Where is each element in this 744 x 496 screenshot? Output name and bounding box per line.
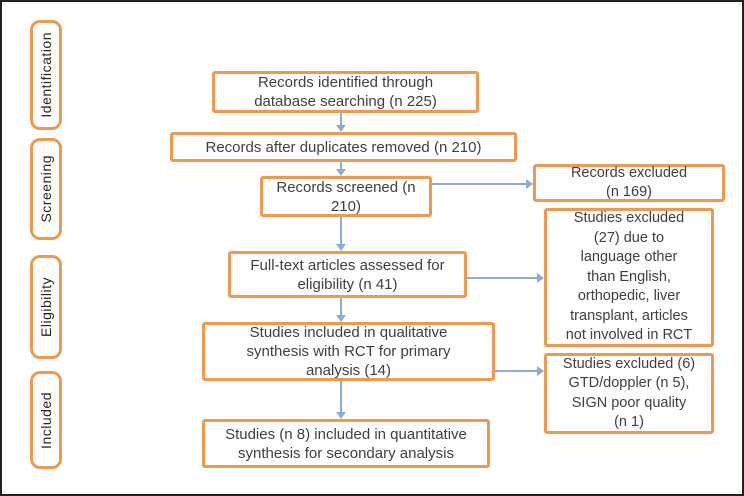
arrow-fulltext-to-studies-excluded-icon	[467, 273, 544, 283]
box-studies-excluded-6: Studies excluded (6) GTD/doppler (n 5), …	[544, 353, 714, 434]
arrow-screened-to-records-excluded-icon	[432, 179, 533, 189]
stage-eligibility: Eligibility	[30, 255, 62, 359]
stage-included: Included	[30, 371, 62, 469]
stage-included-label: Included	[38, 391, 54, 449]
stage-screening-label: Screening	[38, 155, 54, 223]
box-records-identified: Records identified through database sear…	[212, 71, 479, 113]
arrow-fulltext-to-qualitative-icon	[336, 298, 346, 322]
box-studies-excluded-27: Studies excluded (27) due to language ot…	[544, 208, 714, 347]
arrow-qualitative-to-studies-excluded-icon	[495, 366, 544, 376]
box-records-screened: Records screened (n 210)	[260, 176, 432, 217]
box-quantitative-synthesis: Studies (n 8) included in quantitative s…	[202, 419, 490, 468]
arrow-screened-to-fulltext-icon	[336, 217, 346, 251]
stage-screening: Screening	[30, 138, 62, 240]
box-duplicates-removed: Records after duplicates removed (n 210)	[170, 132, 517, 162]
box-qualitative-synthesis: Studies included in qualitative synthesi…	[202, 322, 495, 381]
box-records-excluded: Records excluded (n 169)	[533, 164, 725, 202]
stage-eligibility-label: Eligibility	[38, 277, 54, 337]
arrow-duplicates-to-screened-icon	[336, 162, 346, 176]
stage-identification-label: Identification	[38, 32, 54, 118]
arrow-identified-to-duplicates-icon	[336, 113, 346, 132]
stage-identification: Identification	[30, 20, 62, 130]
arrow-qualitative-to-quantitative-icon	[336, 381, 346, 419]
box-fulltext-assessed: Full-text articles assessed for eligibil…	[228, 251, 467, 298]
